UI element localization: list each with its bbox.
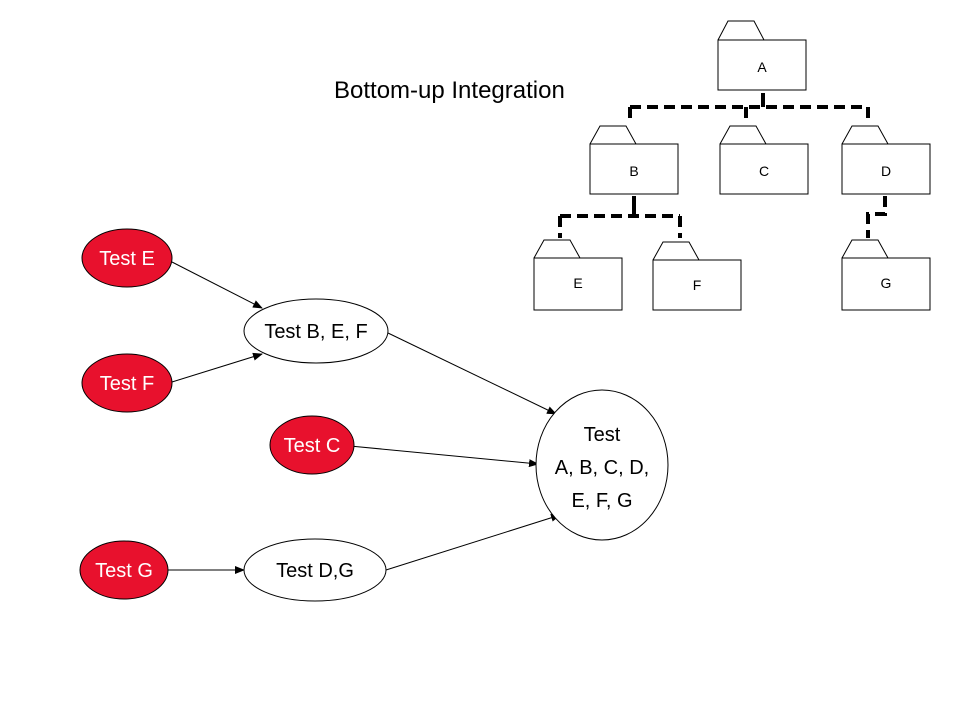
node-test-all-line1: Test <box>584 424 621 446</box>
node-test-bef-label: Test B, E, F <box>264 321 367 343</box>
node-test-dg-label: Test D,G <box>276 560 354 582</box>
node-test-all-line2: A, B, C, D, <box>555 457 649 479</box>
node-test-c-label: Test C <box>284 435 341 457</box>
folder-b: B <box>589 125 679 195</box>
arrow-c-to-all <box>349 445 539 468</box>
flow-arrows <box>168 261 561 574</box>
tree-connectors <box>558 93 887 238</box>
folder-d: D <box>841 125 931 195</box>
folder-f-label: F <box>693 277 702 293</box>
folder-f: F <box>652 241 742 311</box>
folder-e-label: E <box>573 275 582 291</box>
folder-e: E <box>533 239 623 311</box>
folder-b-label: B <box>629 163 638 179</box>
arrow-bef-to-all <box>387 332 557 415</box>
node-test-bef: Test B, E, F <box>243 298 389 364</box>
folder-c-label: C <box>759 163 769 179</box>
node-test-dg: Test D,G <box>243 538 387 602</box>
node-test-e: Test E <box>81 228 173 288</box>
diagram-title: Bottom-up Integration <box>334 77 565 104</box>
arrow-dg-to-all <box>385 513 561 571</box>
node-test-f: Test F <box>81 353 173 413</box>
folder-a-label: A <box>757 59 767 75</box>
folder-d-label: D <box>881 163 891 179</box>
connector-d-g <box>866 196 887 238</box>
folder-g: G <box>841 239 931 311</box>
folder-g-label: G <box>881 275 892 291</box>
node-test-g: Test G <box>79 540 169 600</box>
node-test-e-label: Test E <box>99 248 155 270</box>
node-test-all: Test A, B, C, D, E, F, G <box>535 389 669 541</box>
node-test-all-line3: E, F, G <box>571 490 632 512</box>
node-test-f-label: Test F <box>100 373 154 395</box>
folder-c: C <box>719 125 809 195</box>
folder-a: A <box>717 20 807 91</box>
node-test-g-label: Test G <box>95 560 153 582</box>
arrow-e-to-bef <box>171 261 263 309</box>
arrow-f-to-bef <box>171 352 263 383</box>
node-test-c: Test C <box>269 415 355 475</box>
